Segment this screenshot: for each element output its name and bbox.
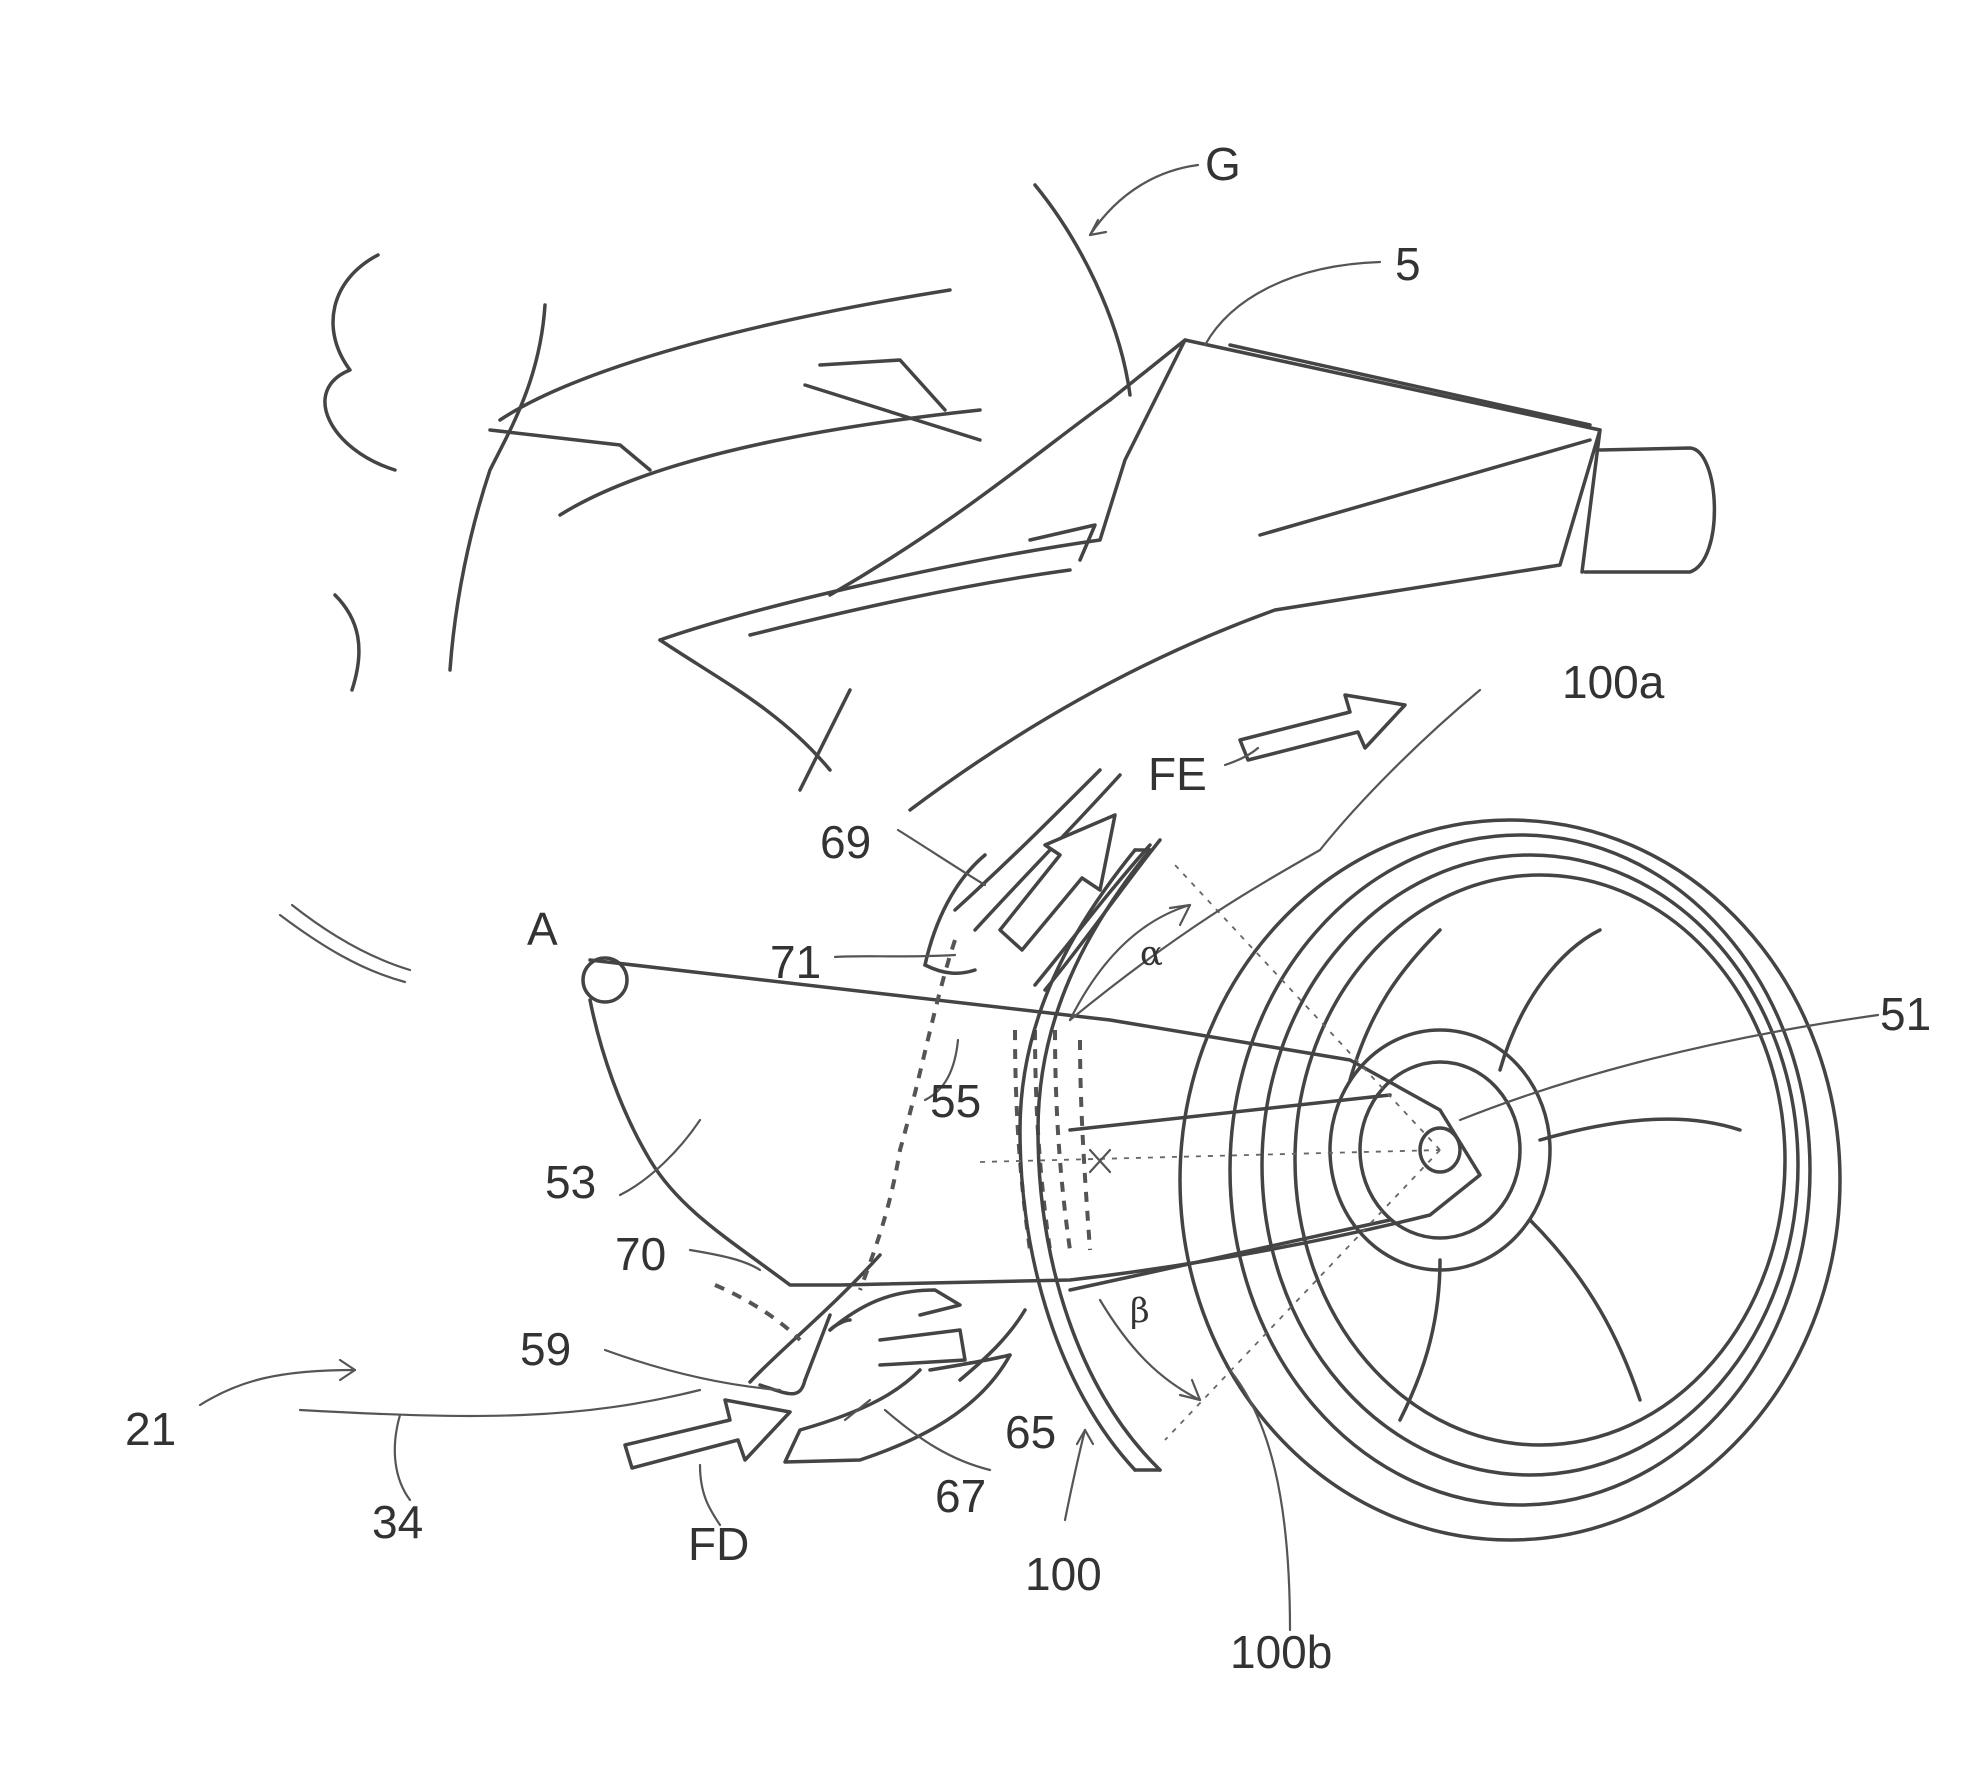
fender-100 [1018, 848, 1162, 1472]
label-fe: FE [1148, 748, 1207, 800]
label-69: 69 [820, 816, 871, 868]
air-duct-lines [748, 768, 1162, 1464]
label-g: G [1205, 138, 1241, 190]
arrow-fe-2 [998, 813, 1117, 952]
label-53: 53 [545, 1156, 596, 1208]
label-21: 21 [125, 1403, 176, 1455]
label-59: 59 [520, 1323, 571, 1375]
label-70: 70 [615, 1228, 666, 1280]
label-65: 65 [1005, 1406, 1056, 1458]
label-67: 67 [935, 1470, 986, 1522]
wheel-axle [1418, 1126, 1462, 1174]
label-71: 71 [770, 936, 821, 988]
label-alpha: α [1140, 934, 1163, 974]
label-51: 51 [1880, 988, 1931, 1040]
label-beta: β [1130, 1291, 1150, 1331]
label-55: 55 [930, 1075, 981, 1127]
arrow-fe-1 [1238, 693, 1407, 762]
arrow-fd [623, 1398, 792, 1470]
label-34: 34 [372, 1496, 423, 1548]
leader-lines [198, 163, 1880, 1632]
label-100b: 100b [1230, 1626, 1332, 1678]
rear-wheel [1178, 818, 1842, 1542]
reference-labels: G 5 FE 100a 69 A 71 α 51 55 53 70 β 59 2… [125, 138, 1931, 1678]
rear-cowl [658, 183, 1717, 812]
swing-arm [581, 956, 1482, 1292]
pivot-a-circle [581, 956, 629, 1004]
label-100: 100 [1025, 1548, 1102, 1600]
label-5: 5 [1395, 238, 1421, 290]
label-fd: FD [688, 1518, 749, 1570]
rider-outline [278, 253, 982, 984]
label-a: A [527, 903, 558, 955]
construction-lines [979, 864, 1441, 1441]
airflow-arrows [623, 693, 1407, 1470]
label-100a: 100a [1562, 656, 1665, 708]
